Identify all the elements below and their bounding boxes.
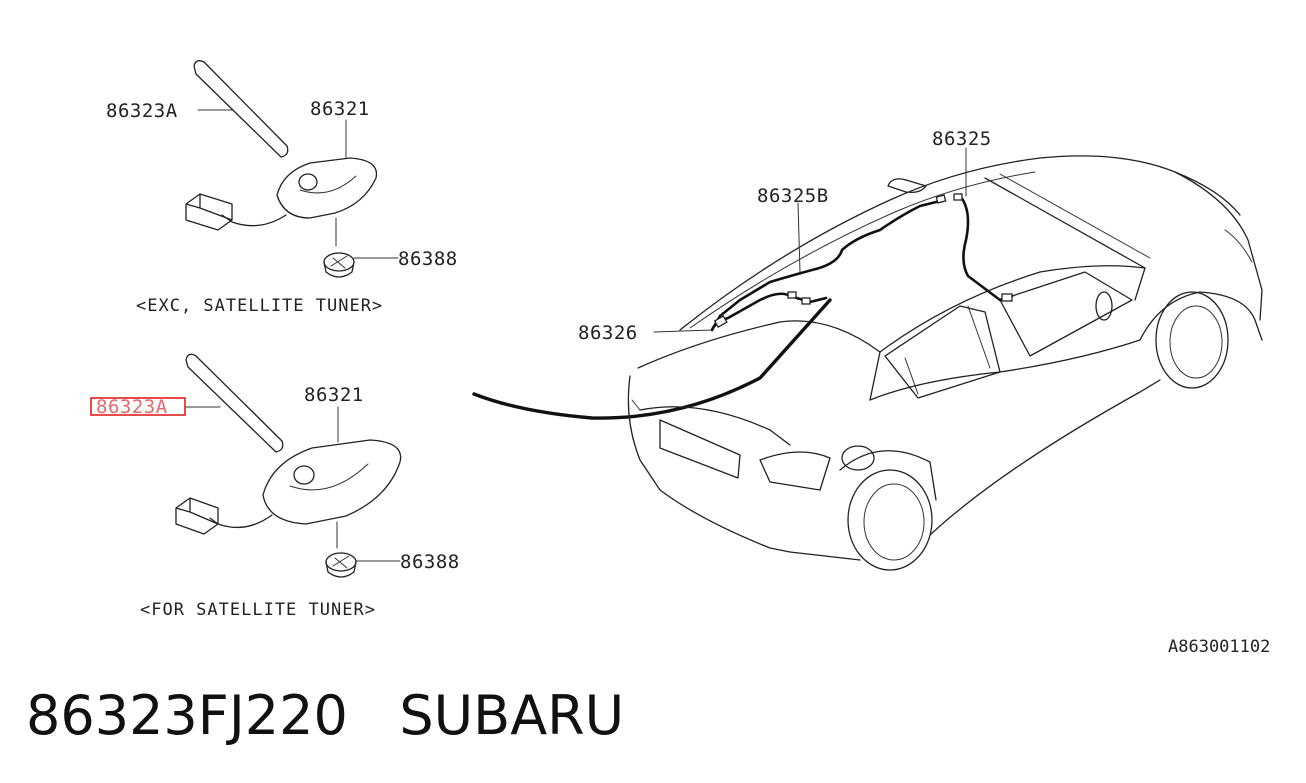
footer-title: 86323FJ220 SUBARU [26,684,624,747]
connector-lower[interactable] [175,497,219,535]
callout-car-cable-b: 86325B [757,185,829,207]
callout-upper-base: 86321 [310,98,370,120]
callout-lower-rod: 86323A [96,396,168,418]
highlight-box [90,397,186,416]
harness-86325b[interactable] [710,198,946,332]
antenna-group-upper: 86323A 86321 86388 <EXC, SATELLITE TUNER… [106,60,458,316]
callout-car-feeder: 86326 [578,322,638,344]
antenna-rod-lower[interactable] [185,353,284,453]
caption-lower: <FOR SATELLITE TUNER> [140,600,376,620]
callout-upper-nut: 86388 [398,248,458,270]
caption-upper: <EXC, SATELLITE TUNER> [136,296,383,316]
callout-lower-nut: 86388 [400,551,460,573]
diagram-code: A863001102 [1168,637,1270,657]
part-number: 86323FJ220 [26,684,348,747]
car-outline [627,155,1263,571]
callout-upper-rod: 86323A [106,100,178,122]
antenna-base-upper[interactable] [276,157,378,219]
callout-lower-base: 86321 [304,384,364,406]
harness-86325[interactable] [958,194,1014,302]
connector-upper[interactable] [185,193,233,231]
antenna-group-lower: 86323A 86321 86388 <FOR SATELLITE TUNER> [90,353,460,620]
nut-upper[interactable] [323,252,355,278]
brand-name: SUBARU [399,684,625,747]
nut-lower[interactable] [325,552,357,578]
antenna-base-lower[interactable] [262,439,402,525]
location-arrow [472,298,832,420]
antenna-rod-upper[interactable] [193,60,289,158]
callout-car-cable-main: 86325 [932,128,992,150]
